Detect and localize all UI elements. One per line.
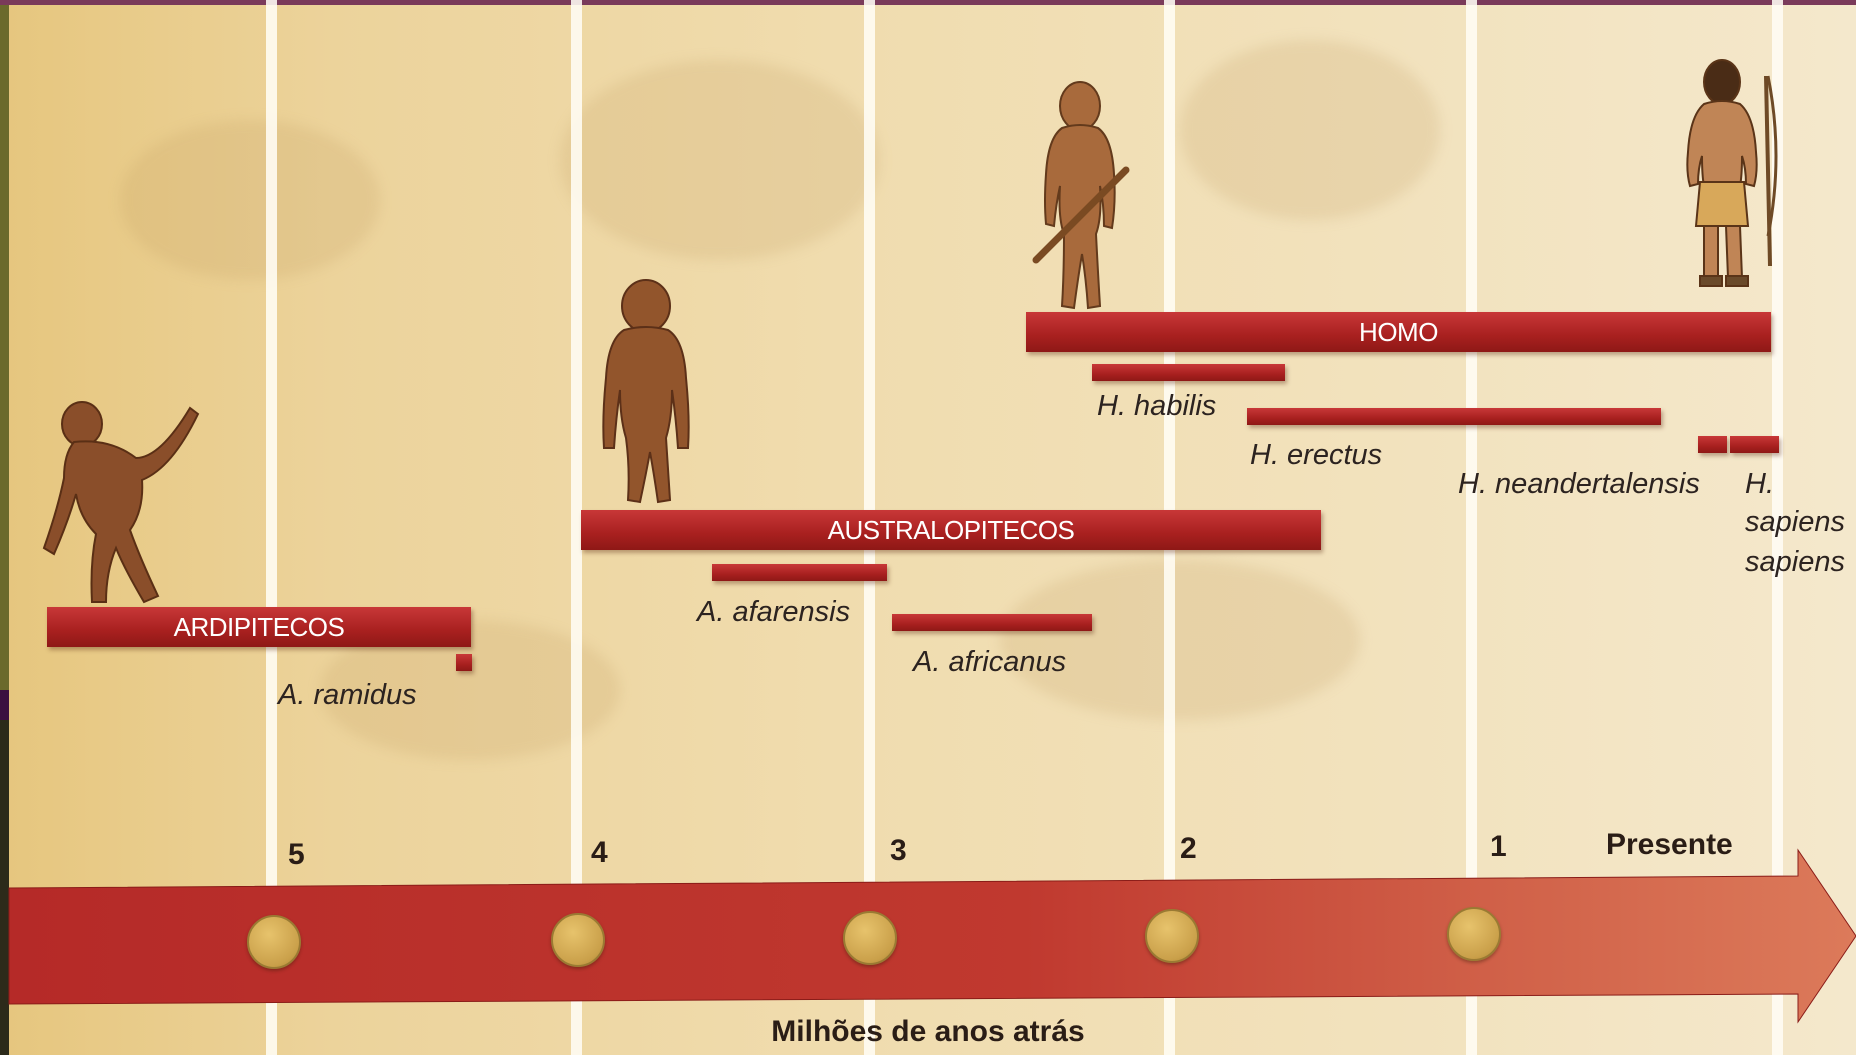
homo-bar: HOMO [1026, 312, 1771, 352]
grid-line-5 [266, 0, 277, 1055]
h-habilis-bar [1092, 364, 1285, 381]
h-sapiens-label-line1: H. [1745, 468, 1774, 500]
homo-habilis-figure-icon [1032, 81, 1130, 310]
a-ramidus-label: A. ramidus [278, 679, 417, 711]
h-sapiens-label-line2: sapiens [1745, 506, 1845, 538]
axis-node-1 [1447, 907, 1501, 961]
h-erectus-label: H. erectus [1250, 439, 1383, 471]
ardipitecos-label: ARDIPITECOS [173, 611, 345, 642]
tick-label-1: 1 [1490, 830, 1507, 863]
a-africanus-bar [892, 614, 1092, 631]
grid-line-present [1772, 0, 1783, 1055]
tick-label-presente: Presente [1606, 828, 1733, 861]
tick-label-5: 5 [288, 838, 305, 871]
tick-label-2: 2 [1180, 832, 1197, 865]
homo-label: HOMO [1359, 316, 1438, 347]
background-texture [120, 120, 380, 280]
a-afarensis-label: A. afarensis [697, 596, 851, 628]
axis-node-5 [247, 915, 301, 969]
tick-label-3: 3 [890, 834, 907, 867]
a-afarensis-bar [712, 564, 887, 581]
background-texture [1180, 40, 1440, 220]
background-texture [560, 60, 880, 260]
h-sapiens-label-line3: sapiens [1745, 546, 1845, 578]
top-frame-edge [0, 0, 1856, 5]
h-sapiens-sapiens-bar [1730, 436, 1779, 453]
h-neandertalensis-bar [1698, 436, 1727, 453]
background-texture [1000, 560, 1360, 720]
h-erectus-bar [1247, 408, 1661, 425]
australopithecus-figure-icon [602, 279, 690, 504]
grid-line-4 [571, 0, 582, 1055]
homo-sapiens-figure-icon [1686, 59, 1778, 287]
axis-title: Milhões de anos atrás [771, 1015, 1085, 1048]
ardipitecos-bar: ARDIPITECOS [47, 607, 471, 647]
axis-node-2 [1145, 909, 1199, 963]
axis-node-3 [843, 911, 897, 965]
left-frame-edge-top [0, 0, 9, 700]
a-africanus-label: A. africanus [913, 646, 1067, 678]
a-ramidus-bar [456, 654, 472, 671]
tick-label-4: 4 [591, 836, 608, 869]
h-neandertalensis-label: H. neandertalensis [1458, 468, 1700, 500]
h-habilis-label: H. habilis [1097, 390, 1217, 422]
australopitecos-bar: AUSTRALOPITECOS [581, 510, 1321, 550]
axis-node-4 [551, 913, 605, 967]
left-frame-marker [0, 690, 9, 720]
grid-line-1 [1466, 0, 1477, 1055]
ardipithecus-figure-icon [42, 401, 200, 604]
australopitecos-label: AUSTRALOPITECOS [827, 514, 1075, 545]
